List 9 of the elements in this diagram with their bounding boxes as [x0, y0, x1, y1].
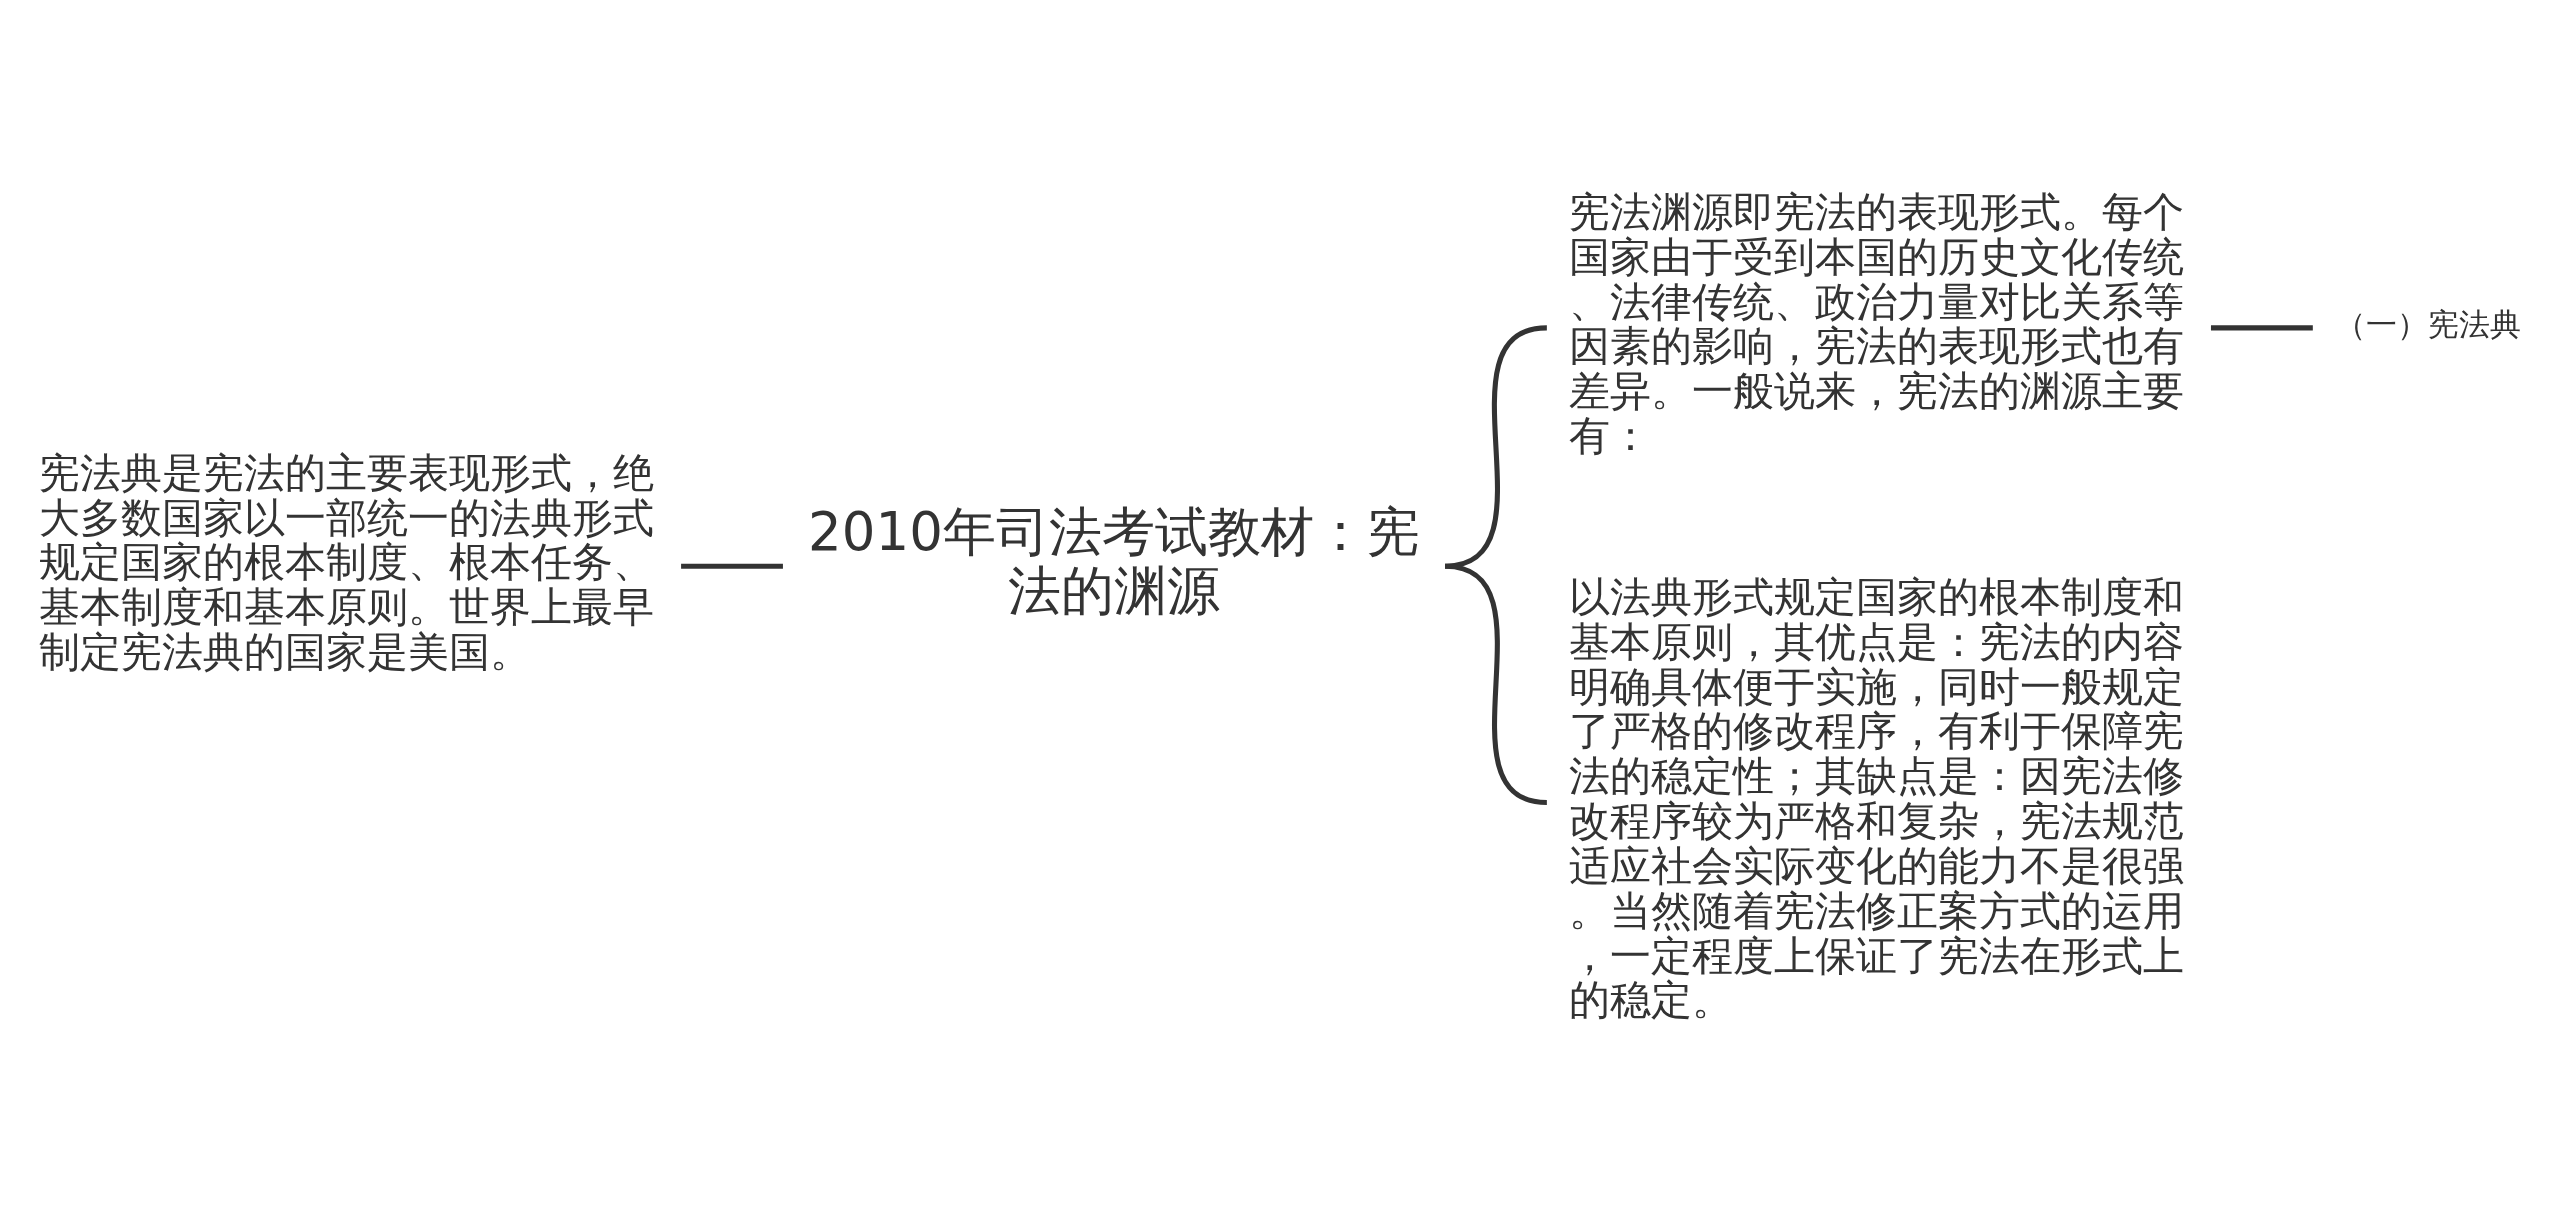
connector [1444, 325, 1548, 569]
node-text: 宪法典是宪法的主要表现形式，绝大多数国家以一部统一的法典形式规定国家的根本制度、根本任务、基本制度和基本原则。世界上最早制定宪法典的国家是美国。 [39, 448, 655, 677]
connector [681, 563, 783, 569]
connector [1444, 563, 1548, 805]
node-text: 宪法渊源即宪法的表现形式。每个国家由于受到本国的历史文化传统、法律传统、政治力量对比关系等因素的影响，宪法的表现形式也有差异。一般说来，宪法的渊源主要有： [1569, 188, 2185, 461]
node-text: 以法典形式规定国家的根本制度和基本原则，其优点是：宪法的内容明确具体便于实施，同时一般规定了严格的修改程序，有利于保障宪法的稳定性；其缺点是：因宪法修改程序较为严格和复杂，宪法规范适应社会实际变化的能力不是很强。当然随着宪法修正案方式的运用，一定程度上保证了宪法在形式上的稳定。 [1569, 573, 2185, 1025]
connector [2210, 325, 2313, 331]
node-text: 2010年司法考试教材：宪法的渊源 [808, 500, 1420, 621]
node-text: （一）宪法典 [2335, 306, 2522, 342]
